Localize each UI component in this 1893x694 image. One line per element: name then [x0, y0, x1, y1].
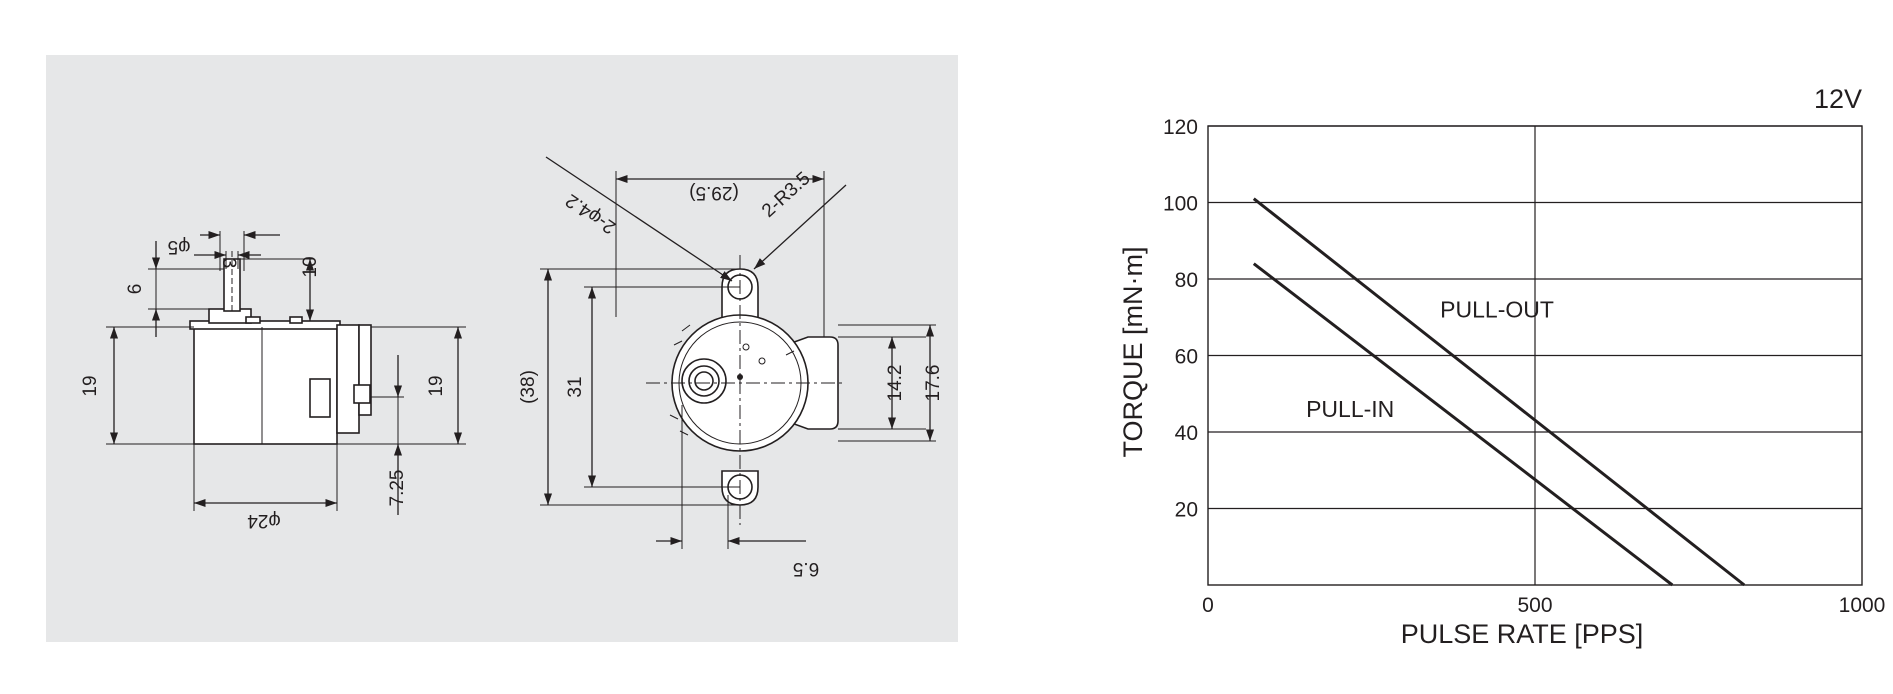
dim-phi24: φ24 [247, 510, 281, 531]
series-label: PULL-OUT [1440, 297, 1554, 323]
y-tick-label: 60 [1175, 346, 1198, 369]
dim-6: 6 [125, 284, 146, 295]
dim-38: (38) [518, 370, 539, 404]
chart-ticks: 20 40 60 80 100 120 0 500 1000 [1163, 116, 1885, 617]
chart-frame [1207, 125, 1863, 586]
dim-10: 10 [300, 256, 321, 277]
dim-19-right: 19 [426, 375, 447, 396]
plot-area-border [1207, 125, 1863, 586]
dim-29-5: (29.5) [689, 182, 739, 203]
chart-y-axis-label: TORQUE [mN·m] [1118, 247, 1148, 458]
chart-grid [1208, 125, 1862, 585]
side-view: φ5 3 10 6 19 [80, 230, 466, 531]
chart-x-axis-label: PULSE RATE [PPS] [1401, 619, 1644, 649]
series-label: PULL-IN [1306, 396, 1394, 422]
dim-19-left: 19 [80, 375, 101, 396]
y-tick-label: 40 [1175, 422, 1198, 445]
series-pull-out [1252, 197, 1746, 587]
connector-latch [309, 378, 331, 418]
dimension-drawing: φ5 3 10 6 19 [80, 156, 944, 579]
dim-7-25: 7.25 [387, 470, 408, 507]
dim-6-5: 6.5 [793, 558, 819, 579]
y-tick-label: 80 [1175, 269, 1198, 292]
chart-title: 12V [1814, 84, 1862, 114]
dim-3: 3 [218, 258, 239, 269]
chart-annotations: PULL-OUT PULL-IN [1306, 297, 1554, 422]
dim-17-6: 17.6 [923, 365, 944, 402]
dim-phi5: φ5 [168, 236, 191, 257]
x-tick-label: 0 [1202, 594, 1214, 617]
dim-31: 31 [565, 376, 586, 397]
x-tick-label: 1000 [1839, 594, 1886, 617]
x-tick-label: 500 [1517, 594, 1552, 617]
y-tick-label: 20 [1175, 499, 1198, 522]
dimension-drawing-panel: φ5 3 10 6 19 [46, 55, 958, 642]
dim-14-2: 14.2 [885, 365, 906, 402]
y-tick-label: 100 [1163, 193, 1198, 216]
series-pull-in [1252, 262, 1674, 587]
front-view: (29.5) 2-φ4.2 2-R3.5 (38) 31 14.2 [518, 156, 944, 579]
chart-series [1252, 197, 1746, 587]
y-tick-label: 120 [1163, 116, 1198, 139]
